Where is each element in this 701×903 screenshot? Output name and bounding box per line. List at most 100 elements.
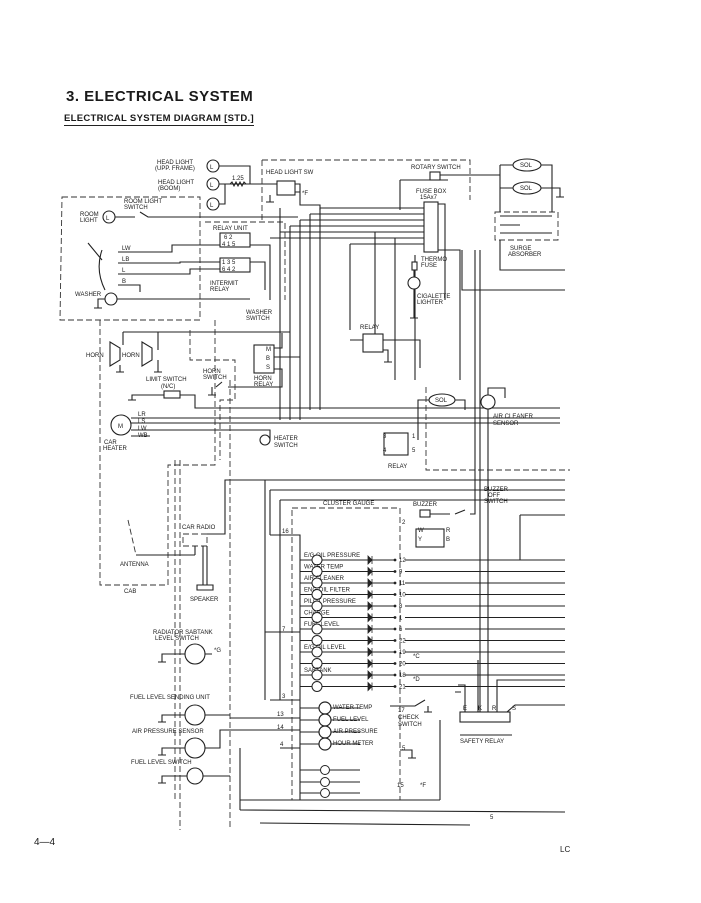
car-radio-label: CAR RADIO (182, 525, 216, 531)
rotary-switch-label: ROTARY SWITCH (411, 165, 461, 171)
meter-icon (318, 737, 332, 751)
cab-boundary-lower (99, 320, 216, 586)
terminal-number: 22 (399, 639, 406, 645)
fuel-level-switch-label: FUEL LEVEL SWITCH (131, 760, 192, 766)
cluster-meter-row: WATER TEMP (300, 701, 372, 715)
terminal-number: 10 (399, 593, 406, 599)
svg-text:HEATER: HEATER (103, 446, 128, 452)
svg-text:S: S (266, 365, 270, 371)
cluster-lamp-row: SABTANK18 (300, 668, 565, 681)
indicator-lamp-icon (311, 566, 323, 577)
svg-text:HEAD LIGHT: HEAD LIGHT (158, 180, 194, 186)
svg-text:6 2: 6 2 (224, 235, 233, 241)
speaker-label: SPEAKER (190, 597, 219, 603)
diode-icon (367, 624, 373, 634)
cluster-bulb-row (300, 788, 360, 798)
radiator-switch-icon (184, 643, 206, 665)
svg-text:LR: LR (138, 412, 146, 418)
lamp-label: E/G OIL LEVEL (304, 645, 346, 651)
fuel-level-sending-unit-label: FUEL LEVEL SENDING UNIT (130, 695, 210, 701)
svg-text:SENSOR: SENSOR (493, 421, 519, 427)
room-light-switch-label: ROOM LIGHT (124, 199, 162, 205)
headlight-third: L (206, 197, 220, 211)
svg-text:R: R (492, 706, 497, 712)
svg-text:4: 4 (383, 448, 387, 454)
lamp-label: WATER TEMP (304, 565, 343, 571)
thermo-fuse (411, 261, 418, 271)
svg-text:14: 14 (277, 725, 284, 731)
terminal-number: 21 (399, 685, 406, 691)
page-number: 4—4 (34, 837, 56, 848)
diode-icon (367, 647, 373, 657)
car-heater-label: CAR (104, 440, 117, 446)
svg-text:5: 5 (402, 746, 406, 752)
cab-boundary (59, 196, 201, 321)
svg-text:M: M (266, 347, 271, 353)
svg-text:*F: *F (420, 783, 426, 789)
surge-absorber-label: SURGE (510, 246, 531, 252)
cluster-meter-row: FUEL LEVEL (300, 713, 369, 727)
fuse-box-label: FUSE BOX (416, 189, 446, 195)
svg-text:ABSORBER: ABSORBER (508, 252, 542, 258)
indicator-lamp-icon (311, 635, 323, 646)
svg-text:(UPP. FRAME): (UPP. FRAME) (155, 166, 195, 172)
horn-relay (253, 344, 275, 374)
lamp-label: AIR CLEANER (304, 576, 345, 582)
svg-text:1: 1 (412, 434, 416, 440)
buzzer-off-switch-label: BUZZER (484, 487, 509, 493)
svg-text:L: L (210, 183, 214, 189)
svg-text:LW: LW (122, 246, 131, 252)
lamp-label: FUEL LEVEL (304, 622, 340, 628)
svg-text:SWITCH: SWITCH (274, 443, 298, 449)
relay-2-label: RELAY (388, 464, 407, 470)
radiator-switch-label: RADIATOR SABTANK (153, 630, 213, 636)
relay-unit-block-2 (219, 257, 251, 273)
diode-icon (367, 555, 373, 565)
meter-icon (318, 701, 332, 715)
svg-text:LIGHTER: LIGHTER (417, 300, 444, 306)
indicator-lamp-icon (311, 669, 323, 681)
cluster-bulb-row (300, 765, 360, 775)
svg-text:L: L (210, 165, 214, 171)
diode-icon (367, 612, 373, 623)
svg-text:*D: *D (413, 677, 420, 683)
antenna-label: ANTENNA (120, 562, 149, 568)
cluster-lamp-row: 21 (300, 681, 565, 692)
cluster-lamp-row: 20 (300, 658, 565, 669)
indicator-lamp-icon (311, 658, 323, 669)
svg-text:LW: LW (138, 426, 147, 432)
horn-2-label: HORN (122, 353, 140, 359)
terminal-number: 8 (399, 604, 403, 610)
terminal-number: 12 (399, 558, 406, 564)
relay-unit-box (205, 221, 286, 300)
horn-1-label: HORN (86, 353, 104, 359)
terminal-number: 20 (399, 662, 406, 668)
terminal-number: 18 (399, 673, 406, 679)
diagram-subtitle: ELECTRICAL SYSTEM DIAGRAM [STD.] (64, 113, 254, 126)
horn-switch-label: HORN (203, 369, 221, 375)
svg-text:17: 17 (398, 708, 405, 714)
meter-icon (318, 725, 332, 739)
buzzer-label: BUZZER (413, 502, 438, 508)
svg-text:*G: *G (214, 648, 221, 654)
svg-text:5: 5 (490, 815, 494, 821)
terminal-number: 19 (399, 650, 406, 656)
indicator-lamp-icon (311, 589, 323, 600)
check-switch-label: CHECK (398, 715, 419, 721)
cluster-lamp-row: 22 (300, 635, 565, 646)
svg-text:L: L (210, 203, 214, 209)
bus-lines (279, 208, 416, 420)
svg-text:LIGHT: LIGHT (80, 218, 98, 224)
svg-text:L: L (122, 268, 126, 274)
svg-text:SWITCH: SWITCH (484, 499, 508, 505)
svg-text:FUSE: FUSE (421, 263, 437, 269)
fuel-level-sending-unit-icon (184, 704, 206, 726)
headlight-sw-dashed (262, 159, 471, 200)
diode-icon (367, 589, 373, 600)
svg-text:LB: LB (122, 257, 129, 263)
